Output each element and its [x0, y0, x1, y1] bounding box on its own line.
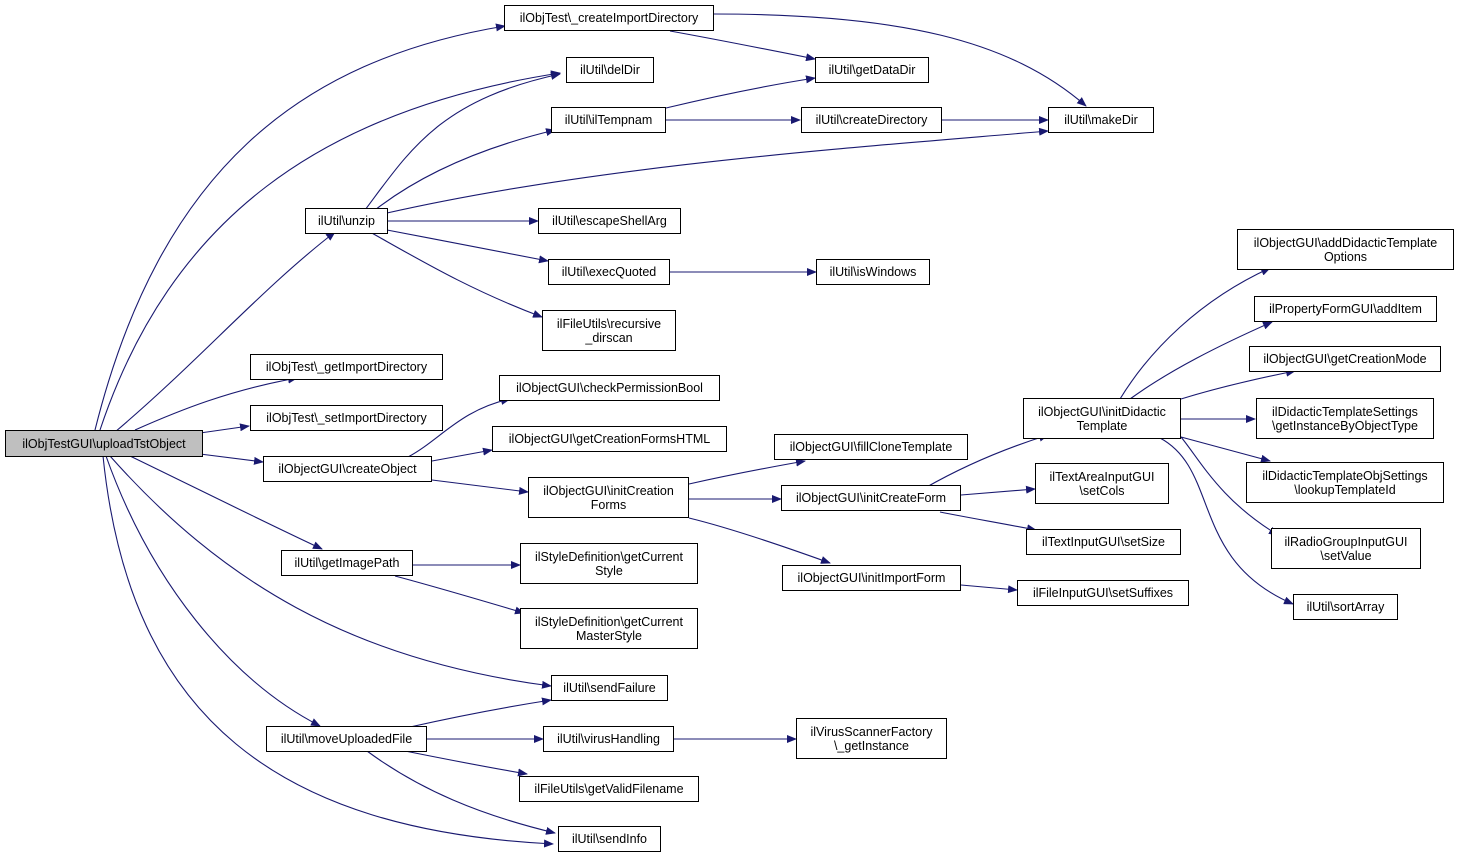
node-set-cols[interactable]: ilTextAreaInputGUI \setCols — [1035, 463, 1169, 504]
node-get-creation-forms-html[interactable]: ilObjectGUI\getCreationFormsHTML — [492, 426, 727, 452]
edge-initDidacticTemplate-sortArray — [1159, 437, 1294, 605]
node-make-dir[interactable]: ilUtil\makeDir — [1048, 107, 1154, 133]
edge-root-moveUploadedFile — [105, 455, 321, 727]
node-get-import-directory[interactable]: ilObjTest\_getImportDirectory — [250, 354, 443, 380]
node-init-create-form[interactable]: ilObjectGUI\initCreateForm — [781, 485, 961, 511]
edge-unzip-ilTempnam — [374, 128, 556, 211]
edge-moveUploadedFile-getValidFilename — [404, 750, 528, 777]
node-create-directory[interactable]: ilUtil\createDirectory — [801, 107, 942, 133]
edge-root-sendInfo — [102, 455, 554, 848]
edge-unzip-makeDir — [386, 127, 1049, 214]
node-il-tempnam[interactable]: ilUtil\ilTempnam — [551, 107, 666, 133]
node-add-item[interactable]: ilPropertyFormGUI\addItem — [1254, 296, 1437, 322]
node-send-failure[interactable]: ilUtil\sendFailure — [551, 675, 668, 701]
edge-moveUploadedFile-sendInfo — [366, 750, 556, 835]
edge-root-unzip — [114, 231, 336, 433]
node-get-valid-filename[interactable]: ilFileUtils\getValidFilename — [519, 776, 699, 802]
node-get-instance-by-object-type[interactable]: ilDidacticTemplateSettings \getInstanceB… — [1256, 398, 1434, 439]
edge-root-createImportDirectory — [94, 23, 506, 431]
node-is-windows[interactable]: ilUtil\isWindows — [816, 259, 930, 285]
edge-initCreateForm-setSize — [939, 511, 1037, 533]
node-init-didactic-template[interactable]: ilObjectGUI\initDidactic Template — [1023, 398, 1181, 439]
node-set-value[interactable]: ilRadioGroupInputGUI \setValue — [1271, 528, 1421, 569]
node-send-info[interactable]: ilUtil\sendInfo — [558, 826, 661, 852]
edge-initDidacticTemplate-lookupTemplateId — [1180, 436, 1271, 463]
edge-initDidacticTemplate-addDidacticTemplateOptions — [1119, 267, 1271, 400]
node-set-size[interactable]: ilTextInputGUI\setSize — [1026, 529, 1181, 555]
edge-createImportDirectory-makeDir — [712, 13, 1087, 107]
edge-unzip-delDir — [364, 71, 561, 211]
node-unzip[interactable]: ilUtil\unzip — [305, 208, 388, 234]
node-create-import-directory[interactable]: ilObjTest\_createImportDirectory — [504, 5, 714, 31]
node-get-data-dir[interactable]: ilUtil\getDataDir — [815, 57, 929, 83]
edge-ilTempnam-getDataDir — [665, 75, 816, 109]
edge-root-sendFailure — [109, 455, 552, 689]
edge-unzip-recursiveDirscan — [369, 231, 543, 318]
node-set-import-directory[interactable]: ilObjTest\_setImportDirectory — [250, 405, 443, 431]
edge-initCreateForm-initDidacticTemplate — [924, 433, 1049, 489]
node-get-current-style[interactable]: ilStyleDefinition\getCurrent Style — [520, 543, 698, 584]
node-upload-tst-object[interactable]: ilObjTestGUI\uploadTstObject — [5, 430, 203, 457]
node-lookup-template-id[interactable]: ilDidacticTemplateObjSettings \lookupTem… — [1246, 462, 1444, 503]
node-move-uploaded-file[interactable]: ilUtil\moveUploadedFile — [266, 726, 427, 752]
node-sort-array[interactable]: ilUtil\sortArray — [1293, 594, 1398, 620]
edge-unzip-execQuoted — [386, 229, 549, 264]
edge-createObject-initCreationForms — [431, 479, 529, 495]
edge-moveUploadedFile-sendFailure — [409, 697, 552, 728]
node-set-suffixes[interactable]: ilFileInputGUI\setSuffixes — [1017, 580, 1189, 606]
node-add-didactic-template-options[interactable]: ilObjectGUI\addDidacticTemplate Options — [1237, 229, 1454, 270]
edge-initCreationForms-fillCloneTemplate — [688, 458, 806, 485]
node-get-current-master-style[interactable]: ilStyleDefinition\getCurrent MasterStyle — [520, 608, 698, 649]
edge-initCreationForms-initImportForm — [688, 517, 831, 564]
edge-initDidacticTemplate-setValue — [1180, 436, 1279, 536]
node-init-creation-forms[interactable]: ilObjectGUI\initCreation Forms — [528, 477, 689, 518]
edge-root-createObject — [199, 453, 264, 465]
edge-root-getImportDirectory — [134, 375, 298, 431]
node-virus-scanner-get-instance[interactable]: ilVirusScannerFactory \_getInstance — [796, 718, 947, 759]
edge-createImportDirectory-getDataDir — [669, 30, 816, 62]
edge-initDidacticTemplate-getCreationMode — [1180, 368, 1296, 400]
edge-initCreateForm-setCols — [960, 485, 1036, 496]
node-fill-clone-template[interactable]: ilObjectGUI\fillCloneTemplate — [774, 434, 968, 460]
edge-createObject-getCreationFormsHTML — [431, 447, 493, 462]
node-escape-shell-arg[interactable]: ilUtil\escapeShellArg — [538, 208, 681, 234]
node-init-import-form[interactable]: ilObjectGUI\initImportForm — [782, 565, 961, 591]
edge-root-getImagePath — [129, 455, 323, 550]
edge-getImagePath-getCurrentMasterStyle — [394, 575, 525, 615]
node-del-dir[interactable]: ilUtil\delDir — [566, 57, 654, 83]
edge-initImportForm-setSuffixes — [960, 584, 1018, 594]
node-recursive-dirscan[interactable]: ilFileUtils\recursive _dirscan — [542, 310, 676, 351]
node-get-image-path[interactable]: ilUtil\getImagePath — [281, 550, 413, 576]
edge-root-delDir — [99, 70, 561, 431]
edge-createObject-checkPermissionBool — [407, 397, 511, 458]
node-exec-quoted[interactable]: ilUtil\execQuoted — [548, 259, 670, 285]
node-virus-handling[interactable]: ilUtil\virusHandling — [543, 726, 674, 752]
node-create-object[interactable]: ilObjectGUI\createObject — [263, 456, 432, 482]
node-check-permission-bool[interactable]: ilObjectGUI\checkPermissionBool — [499, 375, 720, 401]
edge-root-setImportDirectory — [199, 423, 250, 434]
node-get-creation-mode[interactable]: ilObjectGUI\getCreationMode — [1249, 346, 1441, 372]
edge-initDidacticTemplate-addItem — [1129, 321, 1273, 400]
